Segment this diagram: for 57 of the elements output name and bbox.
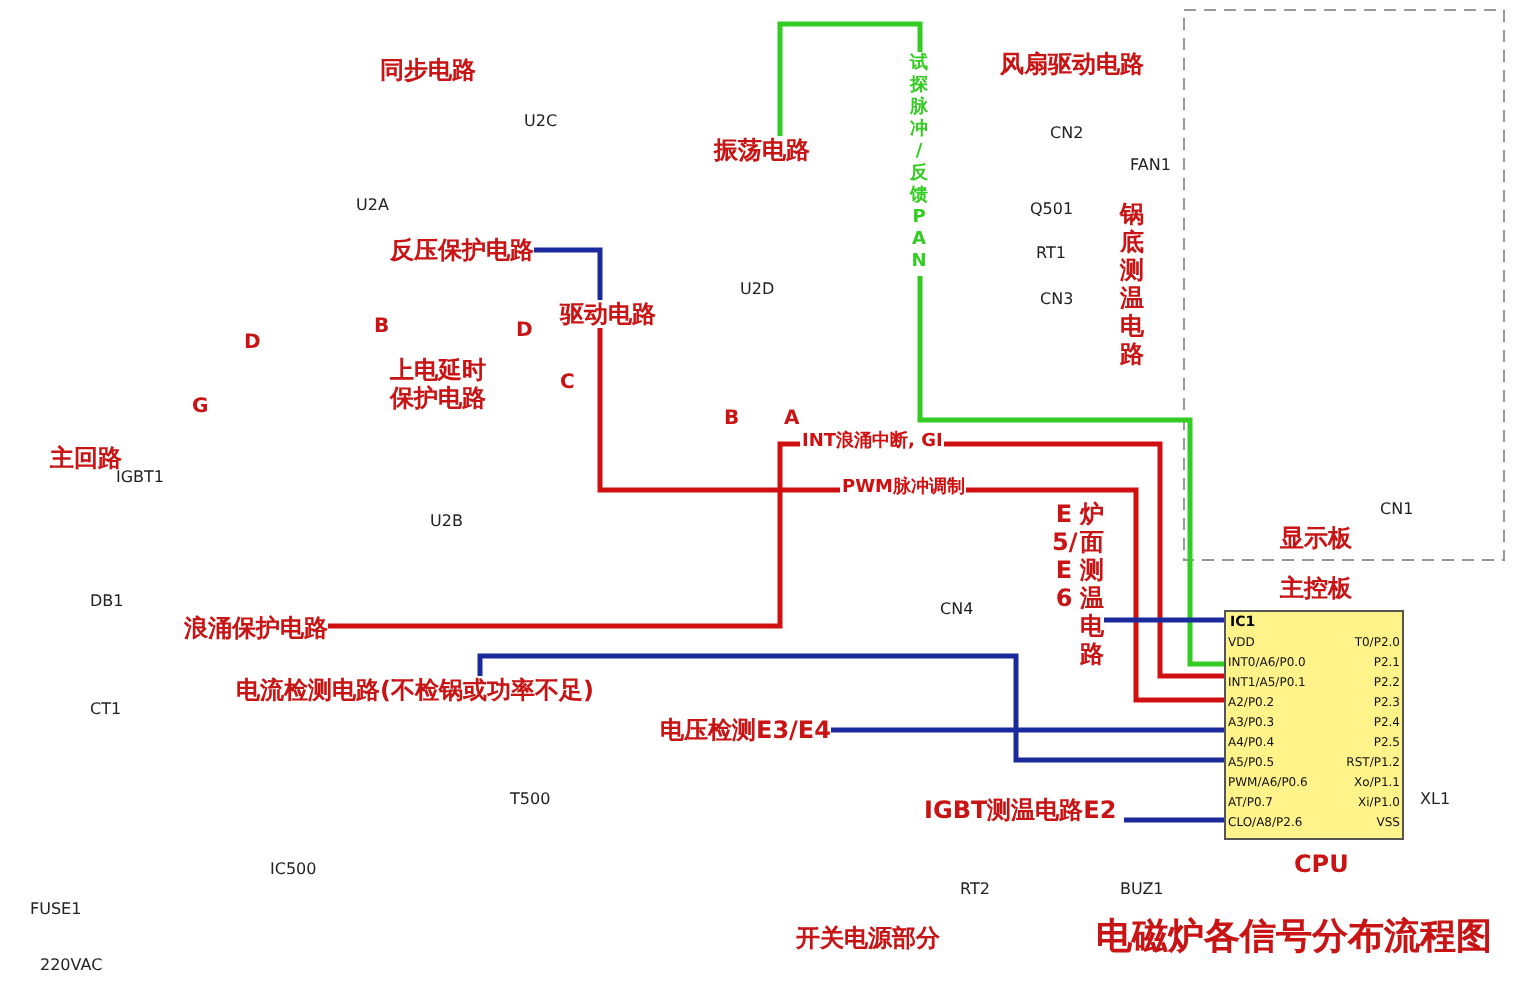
component-designator: BUZ1	[1120, 880, 1164, 898]
component-designator: U2C	[524, 112, 558, 130]
circuit-section-title: IGBT测温电路E2	[924, 796, 1124, 824]
circuit-section-title: 显示板	[1280, 524, 1352, 552]
circuit-section-title: 主控板	[1280, 574, 1352, 602]
component-designator: CN3	[1040, 290, 1074, 308]
circuit-section-title: 同步电路	[380, 56, 476, 84]
component-designator: 220VAC	[40, 956, 103, 974]
circuit-section-title: 风扇驱动电路	[1000, 50, 1144, 78]
component-designator: FUSE1	[30, 900, 82, 918]
signal-line	[534, 247, 603, 300]
component-designator: RT2	[960, 880, 990, 898]
component-designator: IGBT1	[116, 468, 165, 486]
chip-caption: CPU	[1294, 850, 1349, 878]
test-point-letter: B	[374, 316, 390, 338]
test-point-letter: A	[784, 408, 800, 430]
component-designator: CN1	[1380, 500, 1414, 518]
circuit-section-title: 浪涌保护电路	[184, 614, 328, 642]
edge-label: INT浪涌中断, GI	[800, 432, 945, 454]
circuit-section-title: 锅底测温电路	[1120, 200, 1144, 368]
component-designator: U2D	[740, 280, 775, 298]
circuit-section-title: 上电延时保护电路	[390, 356, 490, 412]
circuit-section-title: 电压检测E3/E4	[660, 716, 831, 744]
signal-line	[328, 441, 1224, 679]
circuit-section-title: 振荡电路	[714, 136, 810, 164]
component-designator: U2B	[430, 512, 463, 530]
circuit-section-title: 炉面测温电路	[1080, 500, 1104, 668]
component-designator: DB1	[90, 592, 124, 610]
cpu-chip	[1224, 610, 1404, 840]
test-point-letter: C	[560, 372, 575, 394]
component-designator: FAN1	[1130, 156, 1171, 174]
circuit-section-title: 驱动电路	[560, 300, 656, 328]
component-designator: IC500	[270, 860, 317, 878]
circuit-section-title: 开关电源部分	[796, 924, 940, 952]
circuit-section-title: 电流检测电路(不检锅或功率不足)	[236, 676, 594, 704]
circuit-section-title: E5/E6	[1052, 500, 1076, 616]
component-designator: XL1	[1420, 790, 1451, 808]
component-designator: CT1	[90, 700, 122, 718]
component-designator: Q501	[1030, 200, 1074, 218]
signal-line	[830, 727, 1224, 733]
circuit-section-title: 主回路	[50, 444, 122, 472]
test-point-letter: B	[724, 408, 740, 430]
signal-line	[1104, 617, 1224, 623]
circuit-section-title: 反压保护电路	[390, 236, 534, 264]
component-designator: CN2	[1050, 124, 1084, 142]
edge-label: PWM脉冲调制	[840, 478, 967, 500]
diagram-title: 电磁炉各信号分布流程图	[1096, 916, 1492, 960]
signal-line	[1124, 817, 1224, 823]
edge-label: 试探脉冲 / 反馈PAN	[910, 52, 928, 276]
test-point-letter: D	[516, 320, 533, 342]
component-designator: T500	[510, 790, 551, 808]
test-point-letter: D	[244, 332, 261, 354]
test-point-letter: G	[192, 396, 209, 418]
component-designator: RT1	[1036, 244, 1066, 262]
component-designator: U2A	[356, 196, 389, 214]
component-designator: CN4	[940, 600, 974, 618]
signal-line	[477, 653, 1224, 763]
